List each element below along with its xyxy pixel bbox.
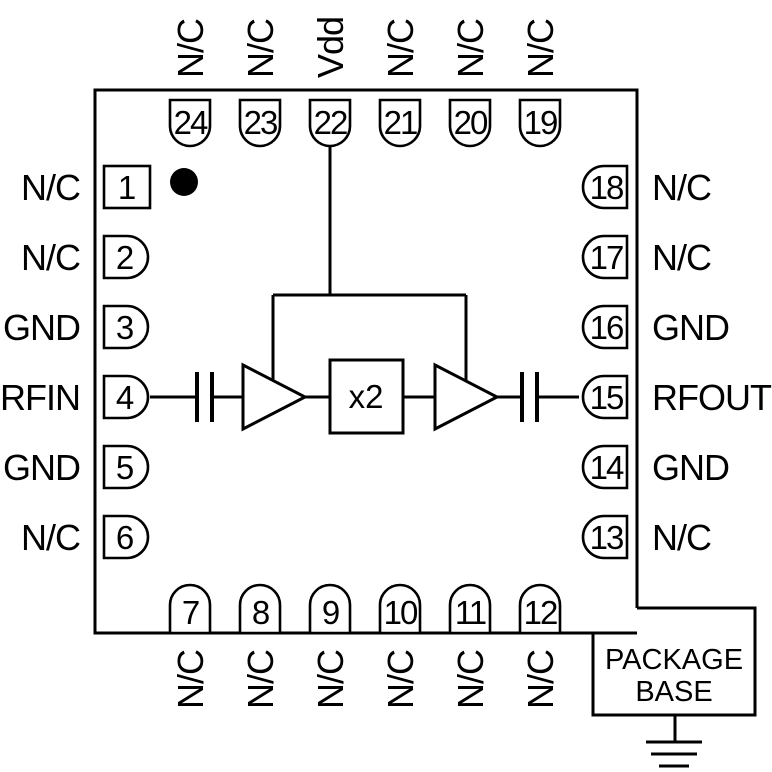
input-capacitor-symbol	[195, 372, 214, 422]
pin-18-number: 18	[590, 169, 623, 206]
pin-18-label: N/C	[652, 167, 711, 208]
package-base-label-line2: BASE	[635, 676, 712, 708]
multiplier-label: x2	[349, 378, 384, 415]
pin-23-number: 23	[244, 104, 277, 141]
pin-14-label: GND	[652, 447, 729, 488]
amplifier1-symbol	[241, 362, 309, 432]
pin-11	[448, 583, 492, 635]
pin-2-label: N/C	[21, 237, 80, 278]
pin-11-label: N/C	[450, 650, 491, 709]
pin-13-number: 13	[590, 519, 623, 556]
pin-19-number: 19	[524, 104, 557, 141]
pin-6-label: N/C	[21, 517, 80, 558]
pin-19	[518, 98, 562, 148]
pin-22-number: 22	[314, 104, 347, 141]
top-pin-row: 24 23 22 21 20 19	[168, 98, 562, 148]
pin-21-label: N/C	[380, 19, 421, 78]
pin-7	[168, 583, 212, 635]
pin-1	[102, 164, 152, 210]
pin-14	[581, 444, 629, 490]
pin-13-label: N/C	[652, 517, 711, 558]
pin-19-label: N/C	[520, 19, 561, 78]
pin-23-label: N/C	[240, 19, 281, 78]
right-pin-labels: N/C N/C GND RFOUT GND N/C	[652, 167, 772, 558]
pin-4	[102, 374, 150, 420]
pin1-indicator-dot	[170, 168, 198, 196]
pin-17-label: N/C	[652, 237, 711, 278]
pin-2-number: 2	[116, 239, 133, 276]
pin-18	[581, 164, 629, 210]
pin-5-label: GND	[3, 447, 80, 488]
pin-1-label: N/C	[21, 167, 80, 208]
top-pin-labels: N/C N/C Vdd N/C N/C N/C	[170, 17, 561, 78]
pin-20	[448, 98, 492, 148]
pin-24	[168, 98, 212, 148]
pin-1-number: 1	[118, 169, 135, 206]
pin-5-number: 5	[116, 449, 133, 486]
pin-14-number: 14	[590, 449, 624, 486]
right-pin-row: 18 17 16 15 14 13	[581, 164, 629, 560]
pin-10	[378, 583, 422, 635]
bottom-pin-labels: N/C N/C N/C N/C N/C N/C	[170, 650, 561, 709]
pin-5	[102, 444, 150, 490]
ground-symbol	[646, 715, 702, 768]
pin-8	[238, 583, 282, 635]
pin-21	[378, 98, 422, 148]
pin-16-number: 16	[590, 309, 623, 346]
pin-4-label: RFIN	[0, 377, 80, 418]
left-pin-row: 1 2 3 4 5 6	[102, 164, 152, 560]
pin-10-label: N/C	[380, 650, 421, 709]
pin-12-label: N/C	[520, 650, 561, 709]
pin-15	[581, 374, 629, 420]
bottom-pin-row: 7 8 9 10 11 12	[168, 583, 562, 635]
pin-7-number: 7	[182, 594, 199, 631]
pin-15-number: 15	[590, 379, 623, 416]
pin-16-label: GND	[652, 307, 729, 348]
internal-circuit: x2	[150, 146, 579, 435]
pin-22-label: Vdd	[310, 17, 351, 78]
pin-9-number: 9	[322, 594, 339, 631]
pin-20-label: N/C	[450, 19, 491, 78]
pin-13	[581, 514, 629, 560]
pin-4-number: 4	[116, 379, 134, 416]
package-base: PACKAGE BASE	[591, 606, 757, 768]
pin-10-number: 10	[384, 594, 418, 631]
pin-8-number: 8	[252, 594, 269, 631]
output-capacitor-symbol	[520, 372, 539, 422]
pin-24-number: 24	[174, 104, 208, 141]
pin-12-number: 12	[524, 594, 557, 631]
pin-2	[102, 234, 150, 280]
pin-12	[518, 583, 562, 635]
multiplier-block	[328, 358, 405, 435]
pin-8-label: N/C	[240, 650, 281, 709]
pin-16	[581, 304, 629, 350]
pin-3	[102, 304, 150, 350]
pin-3-label: GND	[3, 307, 80, 348]
pin-6	[102, 514, 150, 560]
pin-21-number: 21	[384, 104, 417, 141]
pin-9	[308, 583, 352, 635]
package-base-box	[591, 606, 757, 717]
pin-3-number: 3	[116, 309, 133, 346]
pin-17-number: 17	[590, 239, 623, 276]
pin-24-label: N/C	[170, 19, 211, 78]
pin-22	[308, 98, 352, 148]
pin-20-number: 20	[454, 104, 488, 141]
pin-6-number: 6	[116, 519, 133, 556]
package-base-label-line1: PACKAGE	[605, 644, 743, 676]
left-pin-labels: N/C N/C GND RFIN GND N/C	[0, 167, 81, 558]
pin-11-number: 11	[455, 594, 486, 631]
pin-15-label: RFOUT	[652, 377, 772, 418]
amplifier2-symbol	[433, 362, 501, 432]
pin-7-label: N/C	[170, 650, 211, 709]
pin-17	[581, 234, 629, 280]
pin-9-label: N/C	[310, 650, 351, 709]
pin-23	[238, 98, 282, 148]
